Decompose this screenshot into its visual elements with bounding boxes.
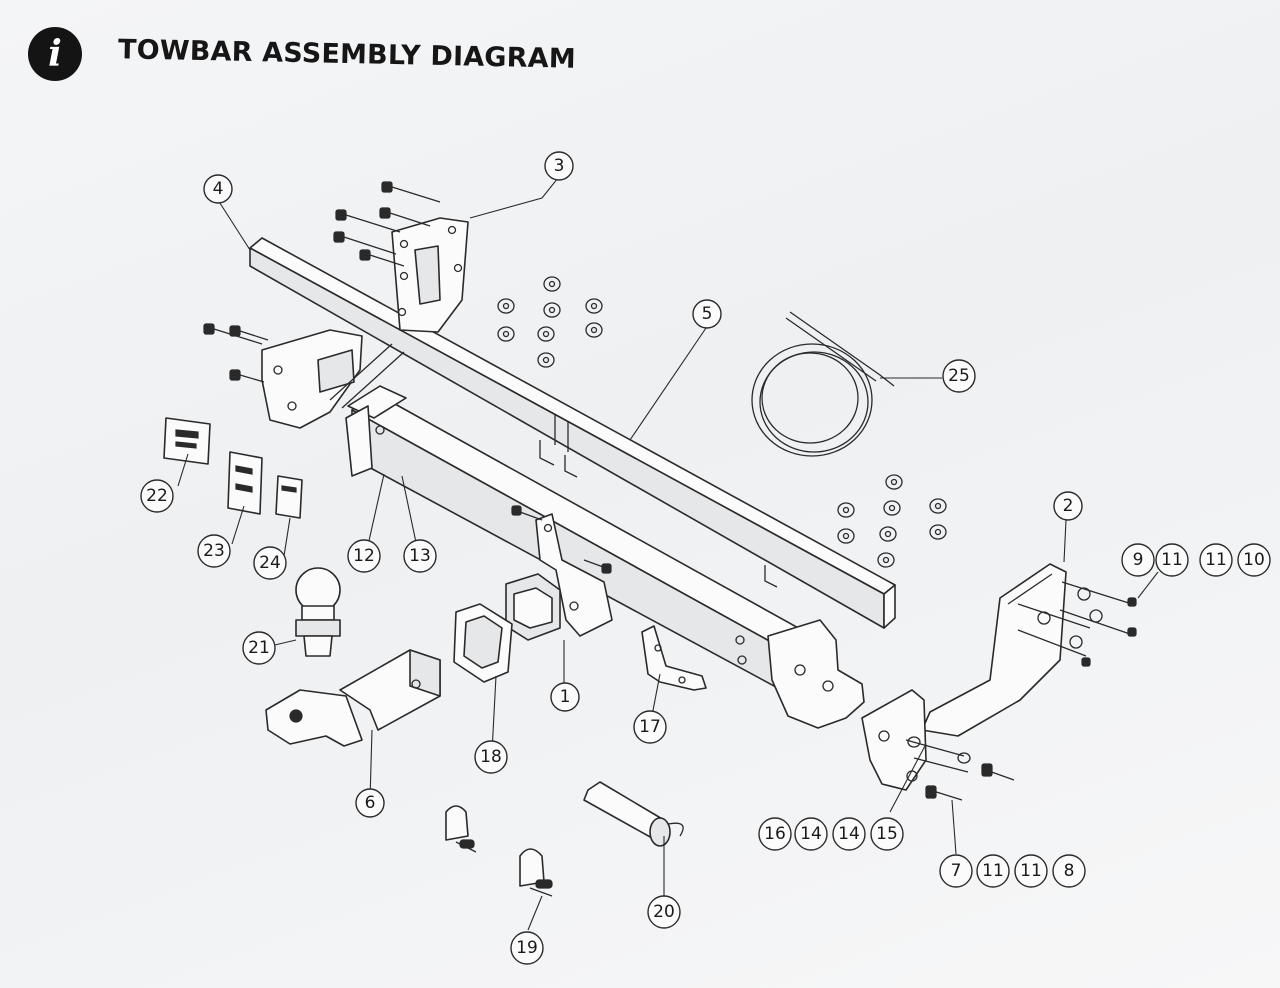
callout-8: 8 xyxy=(1052,854,1086,888)
callout-label: 13 xyxy=(409,546,431,566)
callout-7: 7 xyxy=(939,854,973,888)
bolts-group-right xyxy=(925,581,1137,801)
callout-23: 23 xyxy=(197,534,231,568)
part-3-left-bracket xyxy=(261,217,469,429)
part-19-shackle xyxy=(445,805,553,897)
callout-label: 7 xyxy=(951,861,962,881)
bolt xyxy=(229,369,265,383)
nuts-group-right xyxy=(837,474,947,568)
bolt xyxy=(379,207,431,227)
callout-label: 9 xyxy=(1133,550,1144,570)
callout-label: 8 xyxy=(1064,861,1075,881)
header: i TOWBAR ASSEMBLY DIAGRAM xyxy=(28,24,576,84)
callout-label: 4 xyxy=(213,179,224,199)
callout-label: 14 xyxy=(838,824,860,844)
bolt xyxy=(229,325,269,341)
part-23-label xyxy=(227,451,263,515)
callout-5: 5 xyxy=(692,299,722,329)
callout-14a: 14 xyxy=(794,817,828,851)
callout-label: 12 xyxy=(353,546,375,566)
callout-label: 1 xyxy=(560,687,571,707)
callout-label: 11 xyxy=(1161,550,1183,570)
callout-label: 17 xyxy=(639,717,661,737)
callout-18: 18 xyxy=(474,740,508,774)
callout-label: 22 xyxy=(146,486,168,506)
callout-label: 6 xyxy=(365,793,376,813)
callout-3: 3 xyxy=(544,151,574,181)
callout-1: 1 xyxy=(550,682,580,712)
callout-24: 24 xyxy=(253,546,287,580)
callout-11d: 11 xyxy=(1199,543,1233,577)
callout-label: 11 xyxy=(982,861,1004,881)
nuts-group-left xyxy=(497,276,603,368)
callout-label: 19 xyxy=(516,938,538,958)
part-18-collar xyxy=(453,603,513,683)
callout-label: 15 xyxy=(876,824,898,844)
callout-16: 16 xyxy=(758,817,792,851)
callout-label: 3 xyxy=(554,156,565,176)
callout-label: 21 xyxy=(248,638,270,658)
callout-11c: 11 xyxy=(1155,543,1189,577)
callout-11a: 11 xyxy=(976,854,1010,888)
bolt xyxy=(333,231,397,255)
part-17-bracket xyxy=(641,625,707,691)
bolt xyxy=(381,181,441,203)
callout-4: 4 xyxy=(203,174,233,204)
info-icon: i xyxy=(28,27,82,81)
callout-21: 21 xyxy=(242,631,276,665)
callout-15: 15 xyxy=(870,817,904,851)
callout-label: 5 xyxy=(702,304,713,324)
callout-label: 18 xyxy=(480,747,502,767)
callout-label: 11 xyxy=(1020,861,1042,881)
callout-label: 25 xyxy=(948,366,970,386)
callout-22: 22 xyxy=(140,479,174,513)
callout-label: 16 xyxy=(764,824,786,844)
callout-17: 17 xyxy=(633,710,667,744)
callout-label: 23 xyxy=(203,541,225,561)
callout-25: 25 xyxy=(942,359,976,393)
part-24-label xyxy=(275,475,303,519)
callout-label: 20 xyxy=(653,902,675,922)
callout-label: 11 xyxy=(1205,550,1227,570)
part-6-ball-mount xyxy=(265,649,441,747)
bolt xyxy=(335,209,401,233)
callout-11b: 11 xyxy=(1014,854,1048,888)
callout-12: 12 xyxy=(347,539,381,573)
callout-2: 2 xyxy=(1053,491,1083,521)
callout-label: 10 xyxy=(1243,550,1265,570)
callout-label: 2 xyxy=(1063,496,1074,516)
bolt xyxy=(203,323,263,345)
part-2-right-bracket xyxy=(861,563,1067,791)
callout-9: 9 xyxy=(1121,543,1155,577)
part-25-wiring-coil xyxy=(751,311,895,457)
callout-6: 6 xyxy=(355,788,385,818)
callout-13: 13 xyxy=(403,539,437,573)
callout-10: 10 xyxy=(1237,543,1271,577)
callout-label: 14 xyxy=(800,824,822,844)
callout-19: 19 xyxy=(510,931,544,965)
part-21-towball xyxy=(295,567,341,657)
part-20-hitch-pin xyxy=(583,781,684,847)
callout-label: 24 xyxy=(259,553,281,573)
bolt xyxy=(359,249,405,267)
bolts-group-top xyxy=(203,181,441,383)
callout-14b: 14 xyxy=(832,817,866,851)
callout-20: 20 xyxy=(647,895,681,929)
part-22-label xyxy=(163,417,211,465)
part-1-main-crossbar xyxy=(345,385,865,729)
